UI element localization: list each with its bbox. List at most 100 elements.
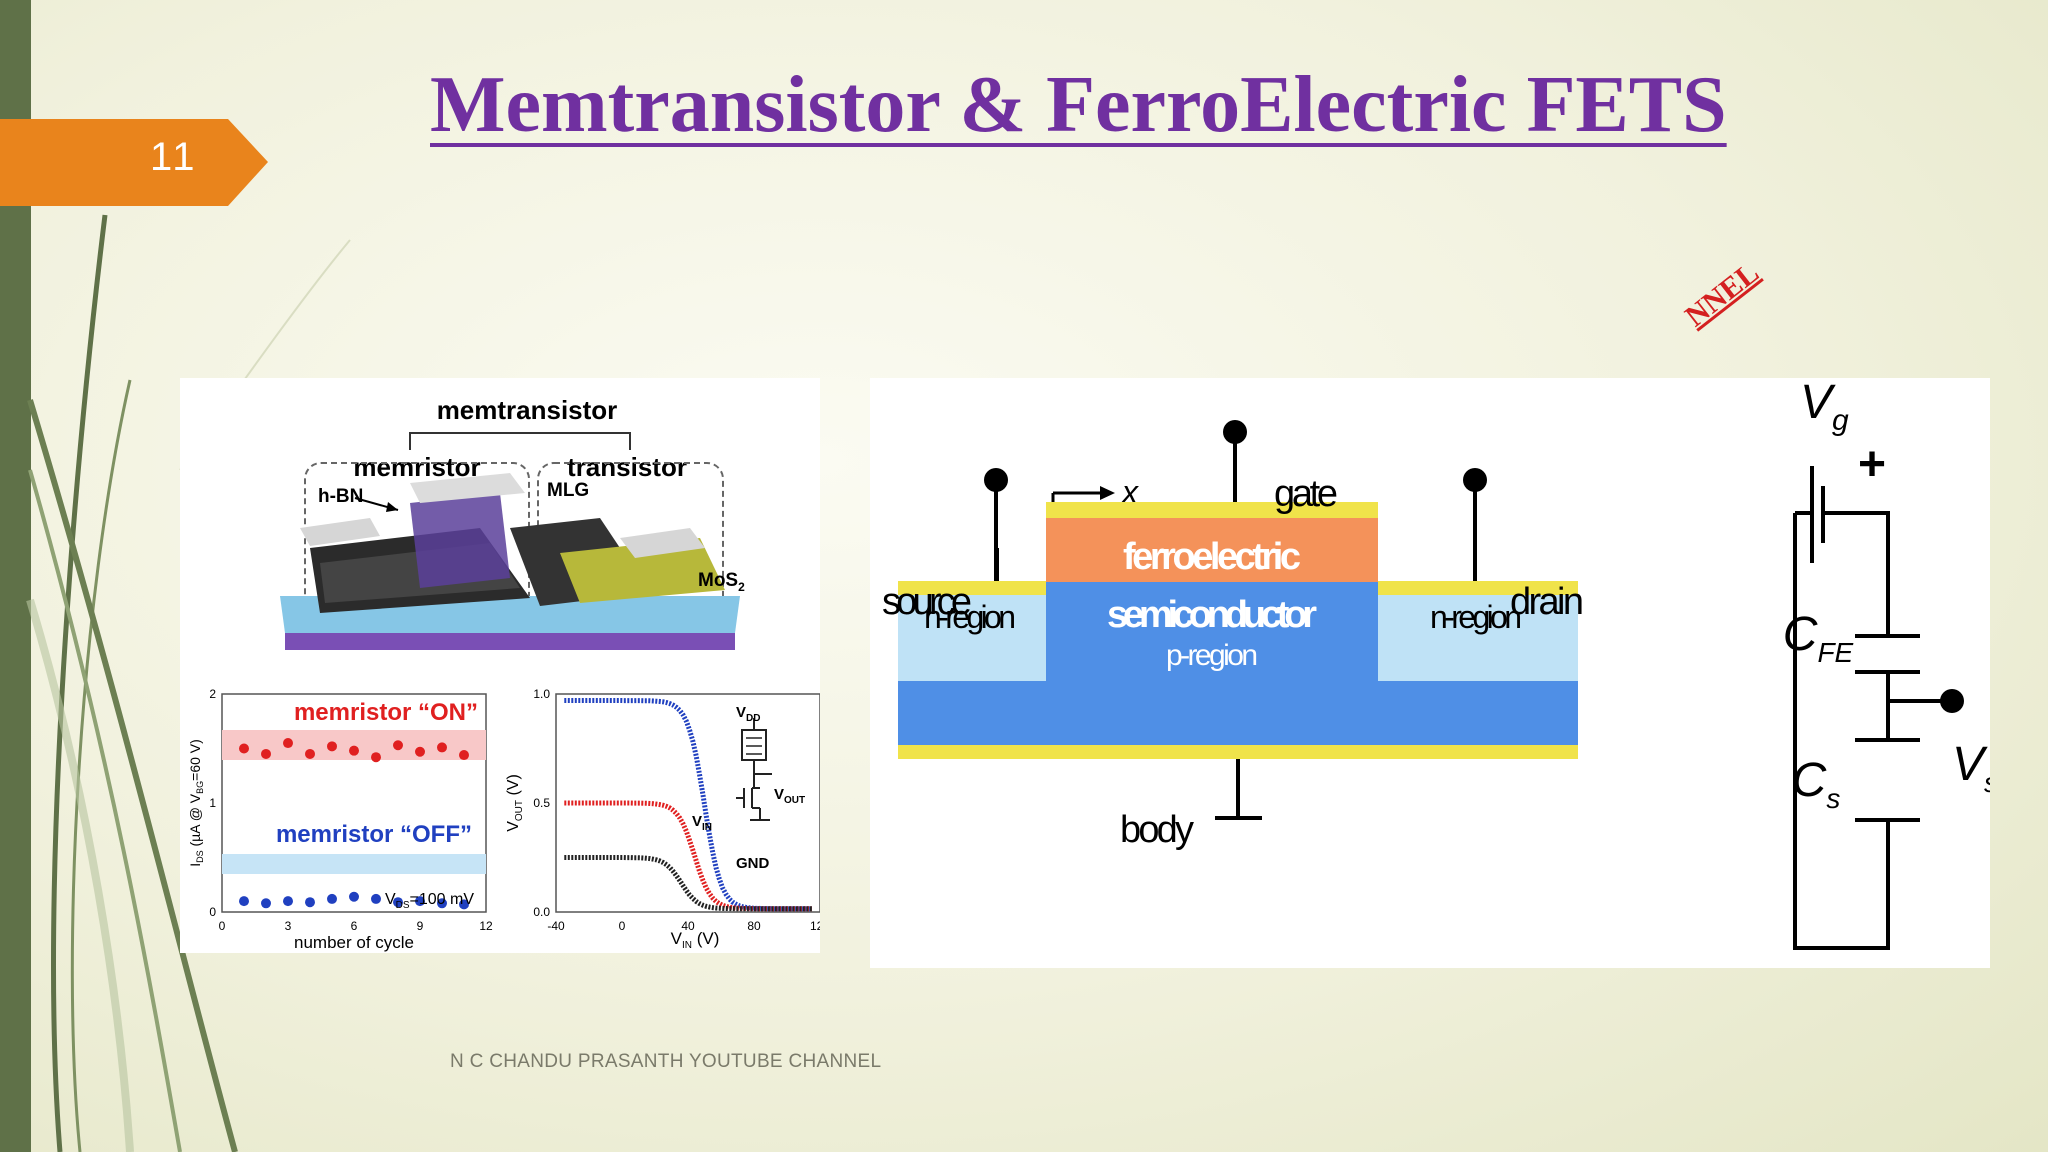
decorative-grass-lines xyxy=(26,214,351,1152)
source-label: source xyxy=(882,581,972,623)
ferroelectric-label: ferroelectric xyxy=(1123,536,1301,578)
chart2-series-0 xyxy=(564,698,812,912)
chart1-point-1-3 xyxy=(305,897,315,908)
chart1-point-1-10 xyxy=(459,899,469,910)
chart2-xtick: 120 xyxy=(810,919,820,933)
chart1-point-0-2 xyxy=(283,738,293,749)
slide-number-tab xyxy=(0,119,268,206)
label-hbn: h-BN xyxy=(318,486,363,507)
vs-node xyxy=(1940,689,1964,713)
chart2-xtick: 40 xyxy=(681,919,695,933)
n-region-left xyxy=(898,593,1046,683)
ferroelectric-circuit xyxy=(1793,466,1952,950)
chart2-ytick: 1.0 xyxy=(533,687,550,701)
chart1-xlabel: number of cycle xyxy=(294,933,414,952)
source-contact-metal xyxy=(898,581,1046,595)
off-band xyxy=(222,854,486,874)
slide-number: 11 xyxy=(150,135,198,179)
chart1-point-0-6 xyxy=(371,752,381,763)
gate-terminal xyxy=(1223,420,1247,444)
label-memtransistor: memtransistor xyxy=(437,395,618,425)
chart1-xtick: 12 xyxy=(479,919,493,933)
chart2-series-2 xyxy=(564,855,812,912)
chart1-xtick: 9 xyxy=(417,919,424,933)
chart1-point-0-5 xyxy=(349,745,359,756)
chart1-point-1-6 xyxy=(371,893,381,904)
slide-title: Memtransistor & FerroElectric FETS xyxy=(430,61,1727,149)
chart2-xtick: 80 xyxy=(747,919,761,933)
gate-label: gate xyxy=(1274,473,1338,515)
chart1-point-0-9 xyxy=(437,742,447,753)
chart2-ytick: 0.5 xyxy=(533,796,550,810)
drain-label: drain xyxy=(1510,581,1584,623)
source-terminal xyxy=(984,468,1008,492)
chart1-xtick: 0 xyxy=(219,919,226,933)
chart1-ytick: 0 xyxy=(209,905,216,919)
chart1-frame xyxy=(221,693,487,913)
chart1-point-0-1 xyxy=(261,748,271,759)
chart2-series-1 xyxy=(564,800,812,912)
n-region-right xyxy=(1378,593,1578,683)
voltage-transfer-chart: -40 0 40 80 120 0.0 0.5 1.0 VIN (V) VOUT (V) VD… xyxy=(505,687,830,951)
ferroelectric-layer xyxy=(1046,518,1378,582)
chart1-point-0-0 xyxy=(239,743,249,754)
chart2-ylabel: VOUT (V) xyxy=(505,774,525,832)
chart2-xtick: -40 xyxy=(547,919,565,933)
substrate-base xyxy=(285,633,735,650)
drain-contact-metal xyxy=(1378,581,1578,595)
chart1-point-1-0 xyxy=(239,896,249,907)
vs-label: Vs xyxy=(1952,738,1990,798)
chart1-ylabel: IDS (µA @ VBG=60 V) xyxy=(187,739,205,867)
label-mlg: MLG xyxy=(547,480,589,501)
chart1-point-1-1 xyxy=(261,898,271,909)
p-region-label: p-region xyxy=(1166,639,1258,672)
on-series-label: memristor “ON” xyxy=(294,699,478,726)
body-contact-metal xyxy=(898,745,1578,759)
semiconductor-label: semiconductor xyxy=(1107,594,1317,636)
layered-stack xyxy=(300,473,725,613)
cfe-label: CFE xyxy=(1783,608,1854,668)
channel-stamp-fragment: NNEL xyxy=(1679,255,1766,334)
chart2-ytick: 0.0 xyxy=(533,905,550,919)
off-series-label: memristor “OFF” xyxy=(276,821,472,848)
axis-x-label: x xyxy=(1120,474,1139,510)
chart2-xtick: 0 xyxy=(619,919,626,933)
vds-annotation: VDS=100 mV xyxy=(385,891,474,911)
chart1-xtick: 6 xyxy=(351,919,358,933)
label-transistor: transistor xyxy=(567,452,687,482)
chart1-point-1-4 xyxy=(327,893,337,904)
chart1-point-1-7 xyxy=(393,897,403,908)
label-mos2: MoS2 xyxy=(698,570,745,594)
drain-terminal xyxy=(1463,468,1487,492)
chart1-ytick: 2 xyxy=(209,687,216,701)
label-memristor: memristor xyxy=(353,452,480,482)
body-label: body xyxy=(1120,809,1194,851)
semiconductor-region xyxy=(1046,582,1378,712)
gate-metal xyxy=(1046,502,1378,518)
chart1-point-0-8 xyxy=(415,746,425,757)
chart1-point-1-9 xyxy=(437,898,447,909)
inverter-inset xyxy=(736,718,772,821)
chart1-point-1-5 xyxy=(349,891,359,902)
chart1-ytick: 1 xyxy=(209,796,216,810)
chart1-point-1-8 xyxy=(415,896,425,907)
plus-sign: + xyxy=(1858,438,1886,491)
chart1-point-0-7 xyxy=(393,740,403,751)
inset-vin: VIN xyxy=(692,813,712,833)
chart1-xtick: 3 xyxy=(285,919,292,933)
fefet-figure: x z xyxy=(870,376,1998,968)
vg-label: Vg xyxy=(1800,378,1849,437)
slide-footer: N C CHANDU PRASANTH YOUTUBE CHANNEL xyxy=(450,1051,882,1072)
chart2-frame xyxy=(555,693,821,913)
chart1-point-0-10 xyxy=(459,750,469,761)
chart1-point-1-2 xyxy=(283,896,293,907)
inset-vdd: VDD xyxy=(736,704,760,724)
n-region-left-label: n-region xyxy=(924,599,1016,635)
chart2-xlabel: VIN (V) xyxy=(671,929,720,951)
n-region-right-label: n-region xyxy=(1430,599,1522,635)
memtransistor-figure: memtransistor memristor transistor h-BN … xyxy=(180,378,830,953)
inset-gnd: GND xyxy=(736,855,770,872)
inset-vout: VOUT xyxy=(774,786,805,806)
cs-label: Cs xyxy=(1792,754,1841,814)
